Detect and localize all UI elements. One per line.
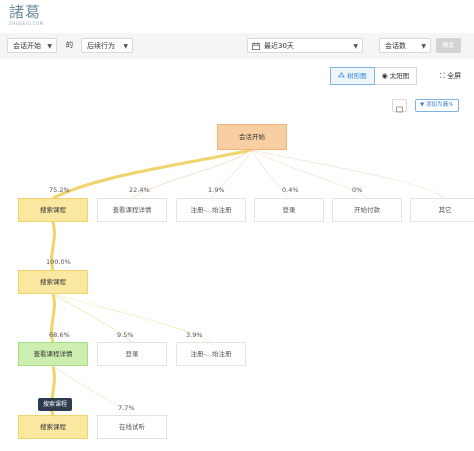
tree-node-label: 搜索课程 <box>40 206 66 214</box>
calendar-icon <box>252 42 260 50</box>
node-tooltip: 搜索课程 <box>38 398 73 411</box>
tree-node[interactable]: 登录 <box>254 198 324 222</box>
date-range-select[interactable]: 最近30天 ▼ <box>247 38 363 53</box>
event-select-value: 会话开始 <box>13 42 41 50</box>
view-toggle: ⁂ 树形图 ◉ 太阳图 <box>330 67 418 85</box>
tree-node-label: 注册-...始注册 <box>190 350 232 358</box>
tree-node-label: 会话开始 <box>239 133 265 141</box>
tree-node-label: 登录 <box>282 206 296 214</box>
image-export-button[interactable] <box>392 99 407 113</box>
node-percentage: 7.7% <box>118 404 135 412</box>
tree-node[interactable]: 注册-...始注册 <box>176 198 246 222</box>
add-funnel-label: 添加为漏斗 <box>425 102 454 108</box>
tree-node-label: 开始付款 <box>354 206 380 214</box>
tree-node-label: 注册-...始注册 <box>190 206 232 214</box>
node-percentage: 0.4% <box>282 186 299 194</box>
tree-node[interactable]: 开始付款 <box>332 198 402 222</box>
tree-node[interactable]: 搜索课程 <box>18 270 88 294</box>
tree-node-label: 查看课程详情 <box>33 350 73 358</box>
node-percentage: 75.2% <box>49 186 70 194</box>
node-percentage: 22.4% <box>129 186 150 194</box>
node-percentage: 100.0% <box>46 258 71 266</box>
tree-node[interactable]: 注册-...始注册 <box>176 342 246 366</box>
tree-node-label: 搜索课程 <box>40 278 66 286</box>
tree-node[interactable]: 在线试听 <box>97 415 167 439</box>
tree-view-label: 树形图 <box>347 72 367 80</box>
sunburst-view-label: 太阳图 <box>389 72 410 80</box>
chevron-down-icon: ▼ <box>421 43 426 50</box>
filter-bar: 会话开始 ▼ 的 后续行为 ▼ 最近30天 ▼ 会话数 ▼ 确定 <box>0 33 474 60</box>
add-funnel-button[interactable]: ▼ 添加为漏斗 <box>415 99 459 112</box>
edge-l3-l4-0 <box>50 365 56 416</box>
chevron-down-icon: ▼ <box>353 43 358 50</box>
tree-node[interactable]: 搜索课程 <box>18 415 88 439</box>
tree-node-label: 搜索课程 <box>40 423 66 431</box>
fullscreen-button[interactable]: ⛶ 全屏 <box>440 70 461 82</box>
logo: 諸葛 ZHUGEIO.COM <box>9 3 44 26</box>
edge-root-l1-3 <box>251 149 290 199</box>
of-label: 的 <box>66 41 73 49</box>
event-select[interactable]: 会话开始 ▼ <box>7 38 57 53</box>
edge-root-l1-1 <box>131 149 253 199</box>
tree-node-label: 其它 <box>438 206 452 214</box>
date-range-value: 最近30天 <box>264 42 294 50</box>
edge-l1-l2 <box>50 221 56 271</box>
logo-subtext: ZHUGEIO.COM <box>9 21 44 26</box>
edge-root-l1-0 <box>52 148 253 200</box>
chevron-down-icon: ▼ <box>123 43 128 50</box>
direction-select[interactable]: 后续行为 ▼ <box>81 38 133 53</box>
fullscreen-icon: ⛶ <box>440 72 445 80</box>
node-percentage: 3.9% <box>186 331 203 339</box>
metric-select-value: 会话数 <box>385 42 406 50</box>
image-icon <box>396 106 403 113</box>
edge-l3-l4-1 <box>52 365 133 416</box>
fullscreen-label: 全屏 <box>447 72 462 80</box>
sunburst-icon: ◉ <box>381 72 388 80</box>
tree-icon: ⁂ <box>338 72 345 80</box>
node-percentage: 68.6% <box>49 331 70 339</box>
chevron-down-icon: ▼ <box>47 43 52 50</box>
node-percentage: 1.9% <box>208 186 225 194</box>
tree-node[interactable]: 登录 <box>97 342 167 366</box>
tree-node[interactable]: 查看课程详情 <box>97 198 167 222</box>
edge-l2-l3-2 <box>52 293 212 343</box>
tree-node[interactable]: 搜索课程 <box>18 198 88 222</box>
tree-node-label: 查看课程详情 <box>112 206 152 214</box>
tree-node[interactable]: 查看课程详情 <box>18 342 88 366</box>
tree-node[interactable]: 其它 <box>410 198 474 222</box>
funnel-icon: ▼ <box>420 102 425 108</box>
tree-node-root[interactable]: 会话开始 <box>217 124 287 150</box>
edge-l2-l3-0 <box>50 293 56 343</box>
direction-select-value: 后续行为 <box>87 42 115 50</box>
tree-node-label: 在线试听 <box>119 423 145 431</box>
node-percentage: 9.5% <box>117 331 134 339</box>
edge-root-l1-5 <box>251 149 446 199</box>
edge-root-l1-4 <box>251 149 368 199</box>
confirm-button[interactable]: 确定 <box>436 38 461 53</box>
edge-l2-l3-1 <box>52 293 133 343</box>
sunburst-view-button[interactable]: ◉ 太阳图 <box>374 67 418 85</box>
logo-text: 諸葛 <box>9 3 42 21</box>
edge-root-l1-2 <box>210 149 253 199</box>
metric-select[interactable]: 会话数 ▼ <box>379 38 431 53</box>
tree-node-label: 登录 <box>125 350 139 358</box>
node-percentage: 0% <box>352 186 363 194</box>
tree-view-button[interactable]: ⁂ 树形图 <box>330 67 375 85</box>
